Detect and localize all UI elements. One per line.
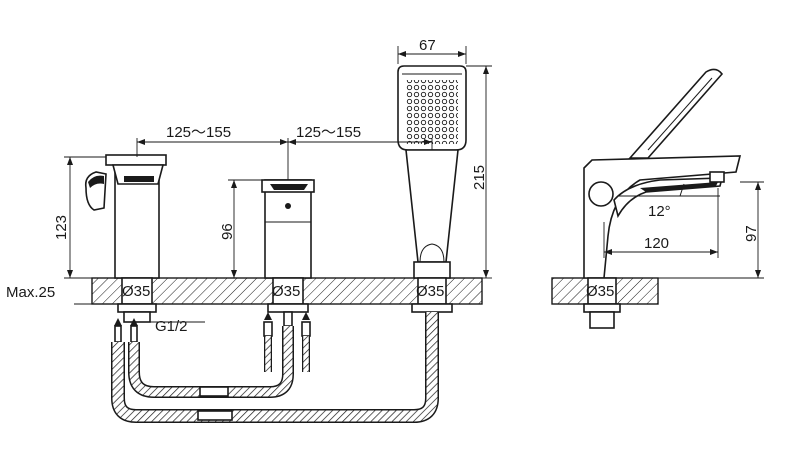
shower-width-label: 67: [419, 37, 436, 54]
shower-height-label: 215: [471, 165, 488, 190]
max-thickness-label: Max.25: [6, 284, 55, 301]
mixer-height-label: 96: [219, 223, 236, 240]
side-height-label: 97: [743, 225, 760, 242]
spout-angle-label: 12°: [648, 203, 671, 220]
spout-diameter-label: Ø35: [122, 283, 150, 300]
hand-shower-assembly: Ø35 67 215: [397, 37, 492, 313]
spout-reach-label: 120: [644, 235, 669, 252]
shower-diameter-label: Ø35: [416, 283, 444, 300]
side-view-assembly: Ø35 12° 120 97: [583, 68, 764, 329]
spout-height-label: 123: [53, 215, 70, 240]
spout-assembly: Ø35 G1/2 123: [53, 154, 205, 335]
mixer-assembly: Ø35 96: [219, 179, 315, 313]
thread-size-label: G1/2: [155, 318, 188, 335]
side-diameter-label: Ø35: [586, 283, 614, 300]
deck-thickness-dimension: Max.25: [6, 277, 92, 305]
mixer-shower-spacing-label: 125～155: [296, 124, 361, 141]
spout-mixer-spacing-label: 125～155: [166, 124, 231, 141]
mixer-diameter-label: Ø35: [272, 283, 300, 300]
supply-hoses: [111, 311, 439, 423]
spacing-dimensions: 125～155 125～155: [136, 124, 433, 180]
